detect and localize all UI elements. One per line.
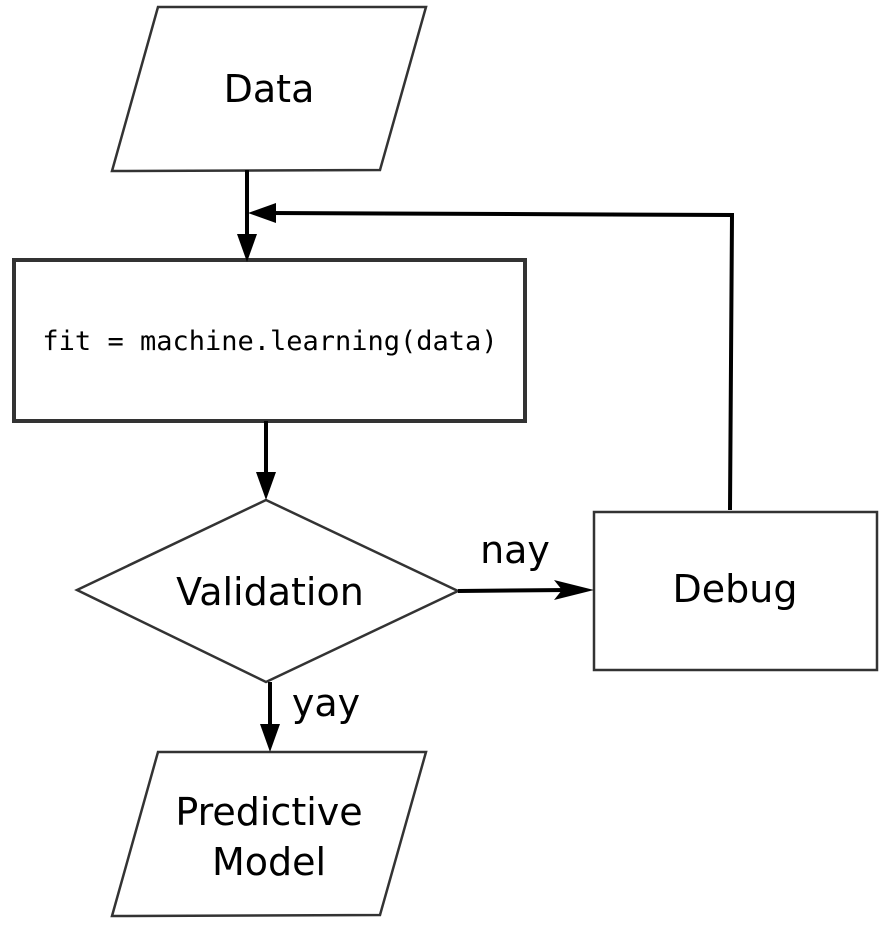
predictive-model-node	[110, 750, 428, 918]
nay-edge-label: nay	[480, 528, 550, 572]
validation-node-label: Validation	[176, 570, 364, 614]
yay-edge-label: yay	[292, 681, 360, 725]
arrowhead-fit-to-validation	[256, 472, 276, 500]
fit-node-label: fit = machine.learning(data)	[42, 326, 497, 357]
arrowhead-debug-to-fit	[248, 203, 276, 223]
predictive-model-label-line1: Predictive	[175, 790, 362, 834]
debug-node	[592, 510, 879, 672]
edge-debug-to-fit	[269, 211, 735, 511]
debug-node-label: Debug	[673, 567, 798, 611]
data-node-label: Data	[224, 67, 315, 111]
predictive-model-label-line2: Model	[212, 840, 326, 884]
edge-validation-to-debug	[457, 588, 569, 593]
fit-node	[12, 258, 527, 423]
validation-node	[74, 498, 461, 684]
arrowhead-validation-to-model	[260, 724, 280, 752]
arrowhead-data-to-fit	[237, 234, 257, 262]
data-node	[110, 5, 428, 173]
arrowhead-validation-to-debug	[554, 580, 594, 600]
